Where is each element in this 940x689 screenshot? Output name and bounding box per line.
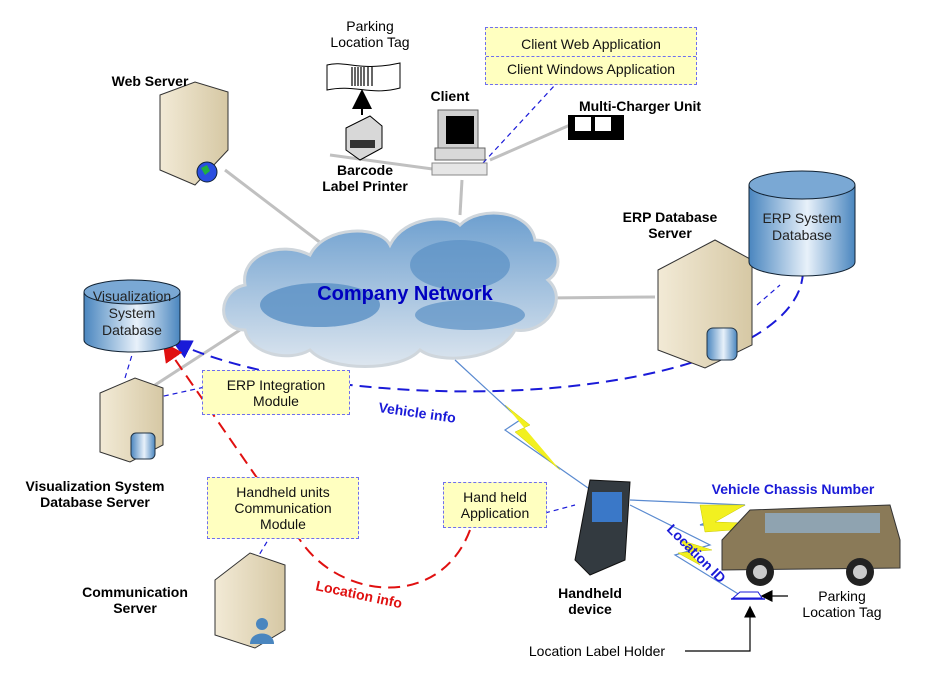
vis-server-icon <box>99 377 164 463</box>
multi-charger-label: Multi-Charger Unit <box>578 98 702 114</box>
handheld-device-icon <box>574 479 631 576</box>
client-windows-app: Client Windows Application <box>506 60 676 77</box>
comm-server-icon <box>214 552 286 649</box>
link-printer <box>329 153 441 172</box>
link-charger <box>489 123 571 162</box>
vis-db-icon <box>83 279 181 353</box>
printer-icon <box>345 115 383 161</box>
vehicle-chassis-label: Vehicle Chassis Number <box>711 481 875 497</box>
client-web-app: Client Web Application <box>486 32 696 57</box>
web-server-label: Web Server <box>111 73 189 89</box>
vehicle-icon <box>721 504 901 586</box>
location-label-holder-icon <box>731 591 765 600</box>
client-computer-icon <box>431 109 488 176</box>
link-client <box>458 179 464 216</box>
network-links <box>154 123 656 387</box>
erp-system-db-icon <box>748 170 856 277</box>
multi-charger-icon <box>568 115 624 140</box>
link-vis-server <box>154 328 241 387</box>
link-erp-server <box>544 295 656 300</box>
location-info-flow <box>162 341 471 589</box>
client-label: Client <box>430 88 470 104</box>
cloud-icon <box>222 211 560 368</box>
client-apps-box: Client Web Application Client Windows Ap… <box>485 27 697 85</box>
vehicle-info-label: Vehicle info <box>378 399 457 426</box>
barcode-tag-icon <box>326 62 401 92</box>
web-server-icon <box>159 81 229 186</box>
vehicle-info-flow <box>171 271 804 393</box>
erp-server-icon <box>657 239 753 369</box>
location-label-holder-label: Location Label Holder <box>528 643 666 659</box>
network-title: Company Network <box>317 283 493 305</box>
link-web-server <box>224 168 331 252</box>
